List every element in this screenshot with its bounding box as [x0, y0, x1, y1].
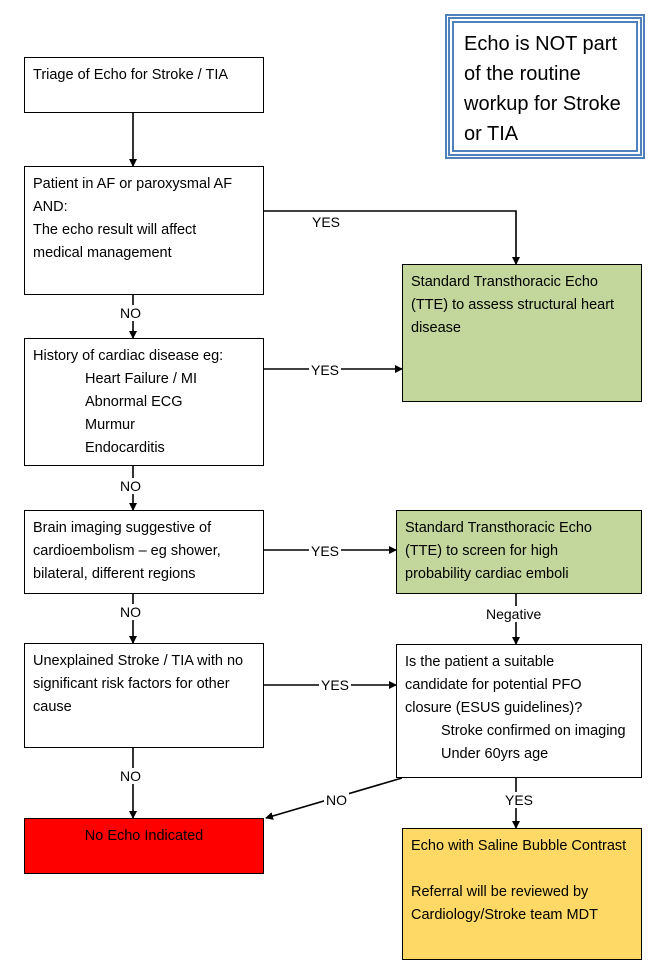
cardiac-item: Murmur — [85, 417, 135, 433]
label-no-af: NO — [118, 305, 143, 321]
tte-structural-line: (TTE) to assess structural heart — [411, 297, 615, 313]
unexplained-line: significant risk factors for other — [33, 676, 230, 692]
label-yes-af: YES — [310, 214, 343, 230]
tte-structural-box: Standard Transthoracic Echo (TTE) to ass… — [402, 264, 642, 402]
af-line: AND: — [33, 199, 68, 215]
bubble-referral: Referral will be reviewed by — [411, 884, 589, 900]
brain-line: cardioembolism – eg shower, — [33, 543, 221, 559]
label-no-cardiac: NO — [118, 478, 143, 494]
tte-screen-line: probability cardiac emboli — [405, 566, 569, 582]
tte-screen-line: Standard Transthoracic Echo — [405, 520, 592, 536]
pfo-criterion: Under 60yrs age — [441, 746, 549, 762]
unexplained-line: Unexplained Stroke / TIA with no — [33, 653, 244, 669]
pfo-criterion: Stroke confirmed on imaging — [441, 723, 626, 739]
label-no-brain: NO — [118, 604, 143, 620]
af-line: Patient in AF or paroxysmal AF — [33, 176, 233, 192]
label-yes-pfo: YES — [503, 792, 536, 808]
tte-structural-line: Standard Transthoracic Echo — [411, 274, 598, 290]
notice-line: or TIA — [464, 123, 519, 145]
cardiac-item: Abnormal ECG — [85, 394, 183, 410]
cardiac-history-box: History of cardiac disease eg: Heart Fai… — [24, 338, 264, 466]
spacer — [411, 858, 633, 881]
pfo-candidate-box: Is the patient a suitable candidate for … — [396, 644, 642, 778]
arrow-af-to-tte — [264, 210, 520, 265]
brain-imaging-box: Brain imaging suggestive of cardioemboli… — [24, 510, 264, 594]
af-line: The echo result will affect — [33, 222, 197, 238]
notice-line: workup for Stroke — [464, 93, 621, 115]
pfo-line: candidate for potential PFO — [405, 677, 582, 693]
label-no-pfo: NO — [324, 792, 349, 808]
label-yes-unexplained: YES — [319, 677, 352, 693]
notice-line: of the routine — [464, 63, 581, 85]
triage-text: Triage of Echo for Stroke / TIA — [33, 67, 229, 83]
label-yes-brain: YES — [309, 543, 342, 559]
cardiac-item: Endocarditis — [85, 440, 165, 456]
label-no-unexplained: NO — [118, 768, 143, 784]
no-echo-text: No Echo Indicated — [84, 828, 204, 844]
pfo-line: Is the patient a suitable — [405, 654, 555, 670]
notice-box: Echo is NOT part of the routine workup f… — [445, 14, 645, 159]
cardiac-item: Heart Failure / MI — [85, 371, 197, 387]
label-negative: Negative — [484, 606, 544, 622]
triage-box: Triage of Echo for Stroke / TIA — [24, 57, 264, 113]
tte-structural-line: disease — [411, 320, 461, 336]
tte-screen-box: Standard Transthoracic Echo (TTE) to scr… — [396, 510, 642, 594]
brain-line: bilateral, different regions — [33, 566, 196, 582]
tte-screen-line: (TTE) to screen for high — [405, 543, 559, 559]
bubble-title: Echo with Saline Bubble Contrast — [411, 838, 627, 854]
pfo-line: closure (ESUS guidelines)? — [405, 700, 583, 716]
no-echo-box: No Echo Indicated — [24, 818, 264, 874]
notice-line: Echo is NOT part — [464, 33, 618, 55]
af-line: medical management — [33, 245, 172, 261]
af-box: Patient in AF or paroxysmal AF AND: The … — [24, 166, 264, 295]
bubble-team: Cardiology/Stroke team MDT — [411, 907, 598, 923]
unexplained-stroke-box: Unexplained Stroke / TIA with no signifi… — [24, 643, 264, 748]
cardiac-title: History of cardiac disease eg: — [33, 348, 224, 364]
bubble-contrast-box: Echo with Saline Bubble Contrast Referra… — [402, 828, 642, 960]
brain-line: Brain imaging suggestive of — [33, 520, 212, 536]
label-yes-cardiac: YES — [309, 362, 342, 378]
unexplained-line: cause — [33, 699, 72, 715]
